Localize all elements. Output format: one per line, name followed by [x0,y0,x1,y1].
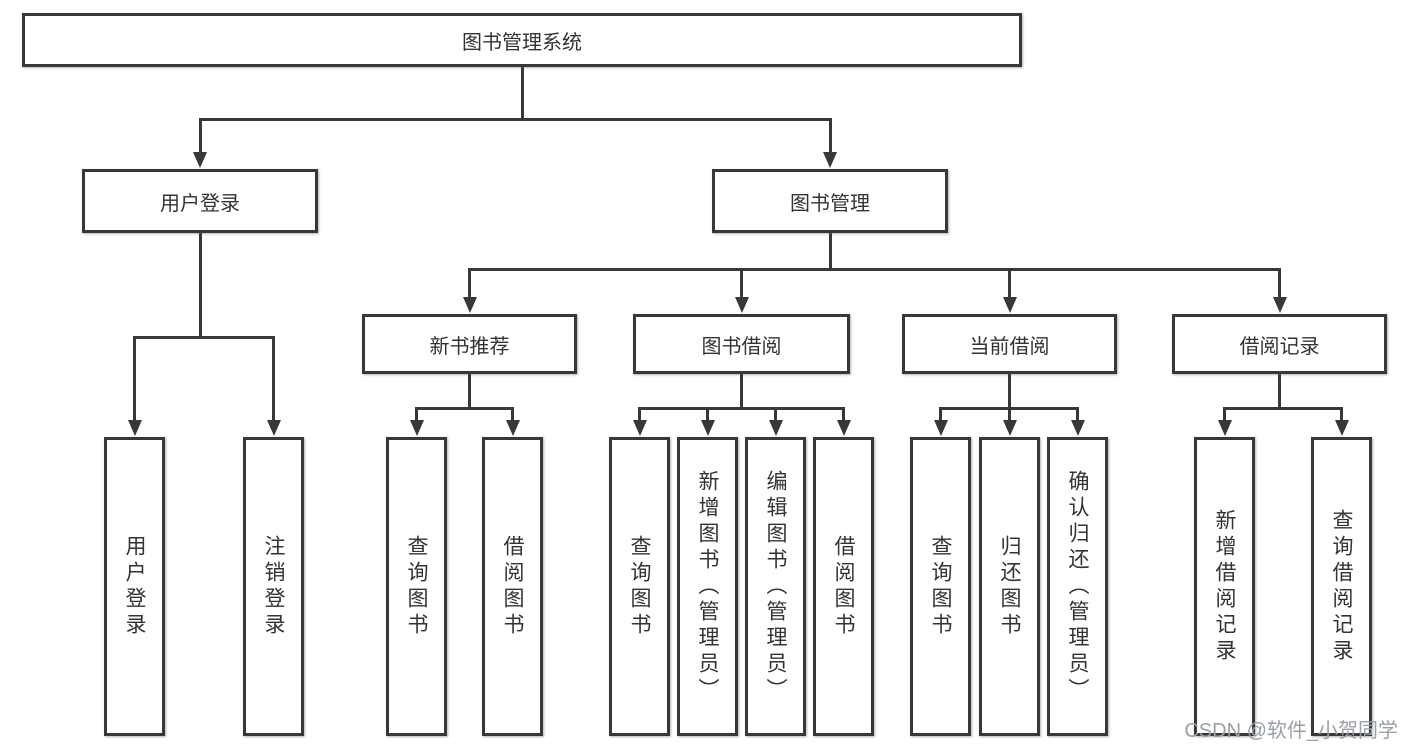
leaf-query-books: 查询图书 [386,437,447,736]
connector-line [1223,407,1226,422]
node-label: 当前借阅 [969,335,1050,358]
connector-line [468,268,1281,271]
csdn-watermark: CSDN @软件_小贺同学 [1184,720,1398,742]
arrowhead-down-icon [1272,297,1287,313]
node-label: 注销登录 [262,534,285,639]
leaf-return-book: 归还图书 [979,437,1040,736]
connector-line [774,407,777,422]
connector-line [415,407,418,422]
arrowhead-down-icon [1334,420,1349,436]
leaf-logout: 注销登录 [243,437,304,736]
arrowhead-down-icon [768,420,783,436]
connector-line [1008,268,1011,300]
connector-line [842,407,845,422]
leaf-query-borrow-record: 查询借阅记录 [1311,437,1372,736]
connector-line [740,372,743,410]
arrowhead-down-icon [127,420,142,436]
connector-line [638,407,641,422]
connector-line [706,407,709,422]
connector-line [272,336,275,423]
leaf-confirm-return-admin: 确认归还（管理员） [1047,437,1108,736]
node-book-management: 图书管理 [712,169,948,233]
leaf-add-borrow-record: 新增借阅记录 [1194,437,1255,736]
connector-line [468,268,471,300]
connector-line [740,268,743,300]
node-label: 用户登录 [123,534,146,639]
arrowhead-down-icon [933,420,948,436]
connector-line [828,118,832,154]
leaf-edit-book-admin: 编辑图书（管理员） [745,437,806,736]
arrowhead-down-icon [1070,420,1085,436]
arrowhead-down-icon [700,420,715,436]
arrowhead-down-icon [1217,420,1232,436]
node-label: 用户登录 [160,192,240,215]
connector-line [1340,407,1343,422]
arrowhead-down-icon [836,420,851,436]
node-label: 查询借阅记录 [1330,508,1353,665]
connector-line [1278,372,1281,410]
arrowhead-down-icon [462,297,477,313]
connector-line [468,372,471,410]
node-label: 查询图书 [405,534,428,639]
arrowhead-down-icon [409,420,424,436]
arrowhead-down-icon [823,152,837,168]
node-label: 借阅记录 [1239,335,1320,358]
node-label: 新增图书（管理员） [696,469,719,704]
node-label: 归还图书 [998,534,1021,639]
arrowhead-down-icon [734,297,749,313]
node-label: 借阅图书 [501,534,524,639]
connector-line [1008,407,1011,422]
arrowhead-down-icon [505,420,520,436]
connector-line [1076,407,1079,422]
connector-line [511,407,514,422]
node-current-borrowing: 当前借阅 [902,314,1117,374]
leaf-user-login: 用户登录 [104,437,165,736]
leaf-query-books: 查询图书 [609,437,670,736]
connector-line [198,118,202,154]
connector-line [1223,407,1343,410]
node-label: 查询图书 [628,534,651,639]
node-label: 查询图书 [929,534,952,639]
leaf-add-book-admin: 新增图书（管理员） [677,437,738,736]
leaf-borrow-book: 借阅图书 [813,437,874,736]
arrowhead-down-icon [1002,420,1017,436]
connector-line [939,407,942,422]
connector-line [415,407,514,410]
node-label: 图书管理系统 [462,31,582,54]
node-book-borrowing: 图书借阅 [633,314,850,374]
leaf-borrow-book: 借阅图书 [482,437,543,736]
node-borrowing-records: 借阅记录 [1172,314,1387,374]
arrowhead-down-icon [193,152,207,168]
connector-line [1008,372,1011,410]
node-label: 图书借阅 [701,335,782,358]
connector-line [133,336,275,339]
arrowhead-down-icon [266,420,281,436]
connector-line [1278,268,1281,300]
connector-line [638,407,845,410]
arrowhead-down-icon [1002,297,1017,313]
node-user-login: 用户登录 [82,169,318,233]
node-label: 新增借阅记录 [1213,508,1236,665]
node-label: 编辑图书（管理员） [764,469,787,704]
arrowhead-down-icon [632,420,647,436]
node-new-book-recommendation: 新书推荐 [362,314,577,374]
node-library-management-system: 图书管理系统 [22,13,1022,67]
leaf-query-books: 查询图书 [910,437,971,736]
node-label: 借阅图书 [832,534,855,639]
connector-line [520,65,524,120]
connector-line [133,336,136,423]
node-label: 确认归还（管理员） [1066,469,1089,704]
node-label: 新书推荐 [429,335,510,358]
connector-line [198,118,832,121]
connector-line [198,231,202,339]
connector-line [828,231,832,271]
node-label: 图书管理 [790,192,870,215]
